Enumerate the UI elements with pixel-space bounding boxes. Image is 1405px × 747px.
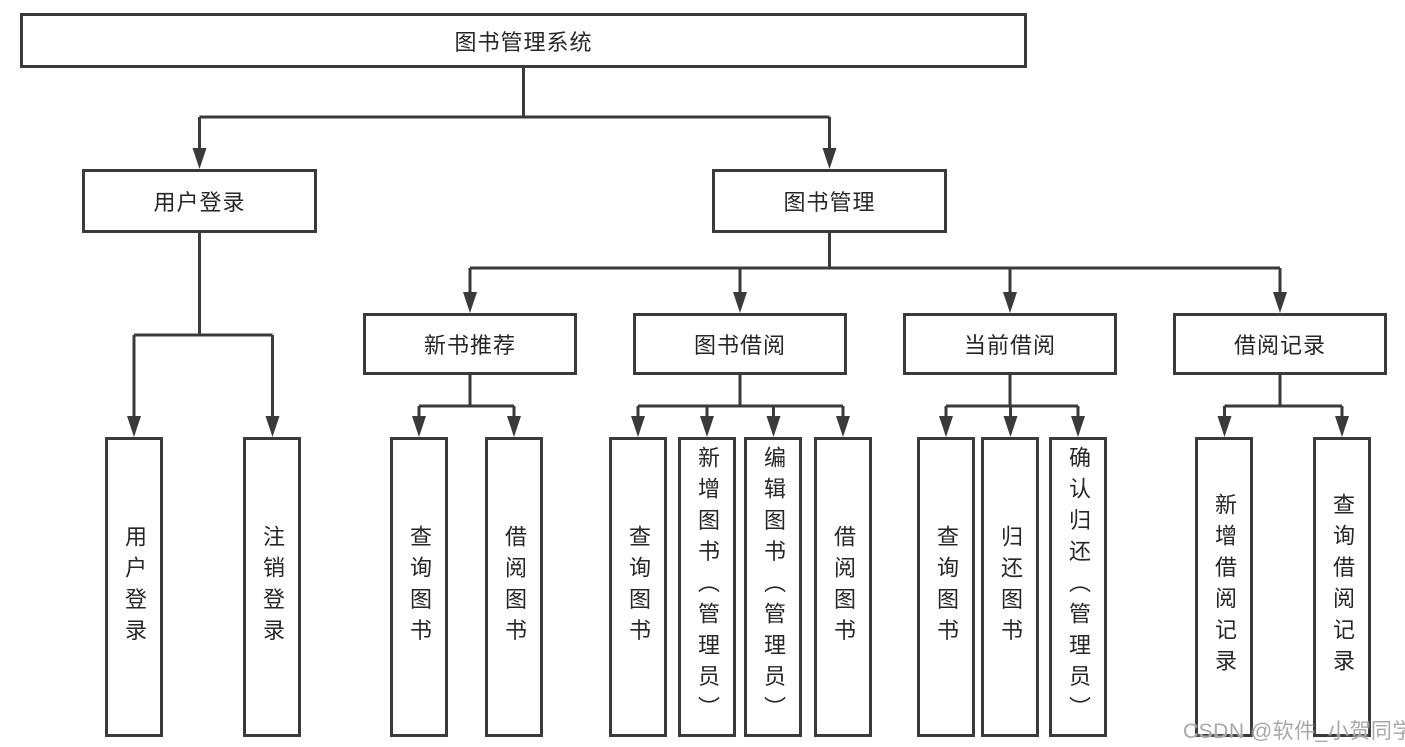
leaf-user-login-label: 用户登录	[122, 524, 147, 650]
leaf-logout-label: 注销登录	[260, 524, 285, 650]
node-new-book-recommend-label: 新书推荐	[423, 333, 516, 358]
leaf-borrow-books: 借阅图书	[814, 437, 872, 737]
node-borrowing-records: 借阅记录	[1173, 313, 1387, 375]
leaf-query-books-current: 查询图书	[917, 437, 975, 737]
leaf-add-books-admin-label: 新增图书（管理员）	[695, 446, 720, 728]
watermark: CSDN @软件_小贺同学	[1183, 720, 1405, 743]
leaf-logout: 注销登录	[243, 437, 301, 737]
leaf-query-borrow-record-label: 查询借阅记录	[1330, 493, 1355, 681]
leaf-query-books-borrowing: 查询图书	[609, 437, 667, 737]
node-new-book-recommend: 新书推荐	[363, 313, 577, 375]
node-borrowing-records-label: 借阅记录	[1233, 333, 1326, 358]
leaf-add-borrow-record: 新增借阅记录	[1195, 437, 1253, 737]
leaf-return-books-label: 归还图书	[998, 524, 1023, 650]
leaf-borrow-books-label: 借阅图书	[831, 524, 856, 650]
node-user-login-label: 用户登录	[153, 190, 246, 215]
node-book-management: 图书管理	[712, 169, 947, 233]
leaf-query-books-recommend-label: 查询图书	[407, 524, 432, 650]
node-book-borrowing-label: 图书借阅	[693, 333, 786, 358]
leaf-confirm-return-admin-label: 确认归还（管理员）	[1066, 446, 1091, 728]
node-root: 图书管理系统	[20, 13, 1027, 68]
connector-lines	[132, 68, 1344, 418]
leaf-query-books-current-label: 查询图书	[934, 524, 959, 650]
node-book-management-label: 图书管理	[783, 190, 876, 215]
node-user-login: 用户登录	[82, 169, 317, 233]
leaf-edit-books-admin: 编辑图书（管理员）	[744, 437, 802, 737]
node-root-label: 图书管理系统	[454, 29, 593, 55]
leaf-edit-books-admin-label: 编辑图书（管理员）	[761, 446, 786, 728]
leaf-query-borrow-record: 查询借阅记录	[1313, 437, 1371, 737]
leaf-query-books-borrowing-label: 查询图书	[626, 524, 651, 650]
node-current-borrowing-label: 当前借阅	[963, 333, 1056, 358]
leaf-return-books: 归还图书	[981, 437, 1039, 737]
leaf-confirm-return-admin: 确认归还（管理员）	[1049, 437, 1107, 737]
leaf-user-login: 用户登录	[105, 437, 163, 737]
leaf-add-borrow-record-label: 新增借阅记录	[1212, 493, 1237, 681]
node-current-borrowing: 当前借阅	[903, 313, 1117, 375]
node-book-borrowing: 图书借阅	[633, 313, 847, 375]
leaf-add-books-admin: 新增图书（管理员）	[678, 437, 736, 737]
leaf-borrow-books-recommend-label: 借阅图书	[502, 524, 527, 650]
leaf-borrow-books-recommend: 借阅图书	[485, 437, 543, 737]
leaf-query-books-recommend: 查询图书	[390, 437, 448, 737]
